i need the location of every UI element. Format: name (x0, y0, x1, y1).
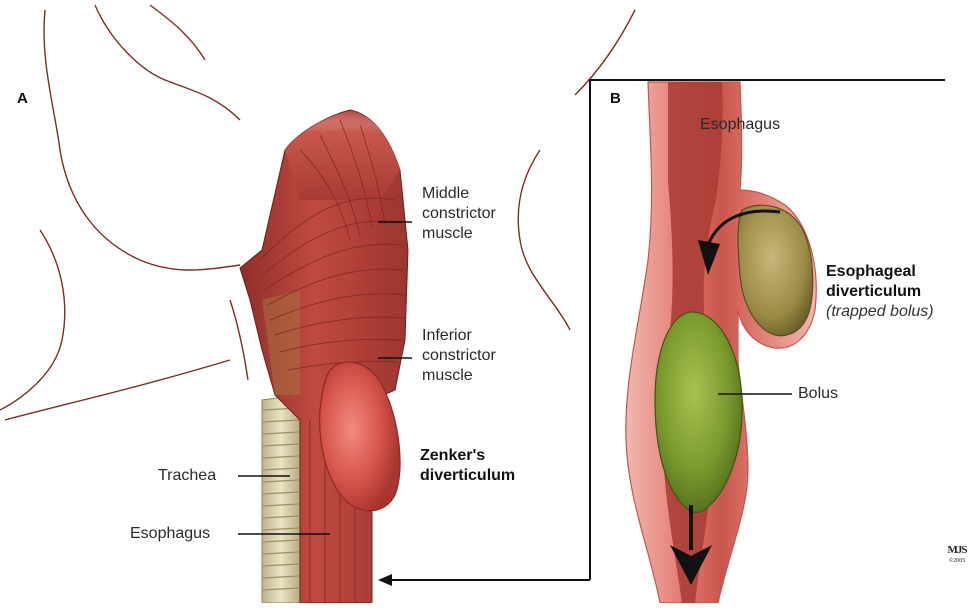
label-trachea: Trachea (158, 466, 216, 486)
esophagus-cross-section (626, 82, 816, 603)
label-zenker-diverticulum: Zenker's diverticulum (420, 446, 515, 486)
label-inferior-constrictor: Inferior constrictor muscle (422, 326, 496, 386)
logo-subtext: ©2005 (945, 556, 969, 567)
head-outline-lines (0, 5, 248, 420)
panel-connector (378, 574, 590, 586)
head-outline-lines-right (518, 10, 635, 330)
label-middle-constrictor: Middle constrictor muscle (422, 184, 496, 244)
panel-a-letter: A (17, 90, 28, 107)
panel-b-letter: B (610, 90, 621, 107)
logo-mark: MJS (945, 545, 969, 556)
label-esophagus-a: Esophagus (130, 524, 210, 544)
trachea-illustration (262, 395, 300, 603)
label-trapped-bolus: (trapped bolus) (826, 302, 934, 322)
artist-logo: MJS ©2005 (945, 545, 969, 567)
label-bolus: Bolus (798, 384, 838, 404)
label-esophagus-b: Esophagus (700, 115, 780, 135)
label-esophageal-diverticulum: Esophageal diverticulum (826, 262, 921, 302)
